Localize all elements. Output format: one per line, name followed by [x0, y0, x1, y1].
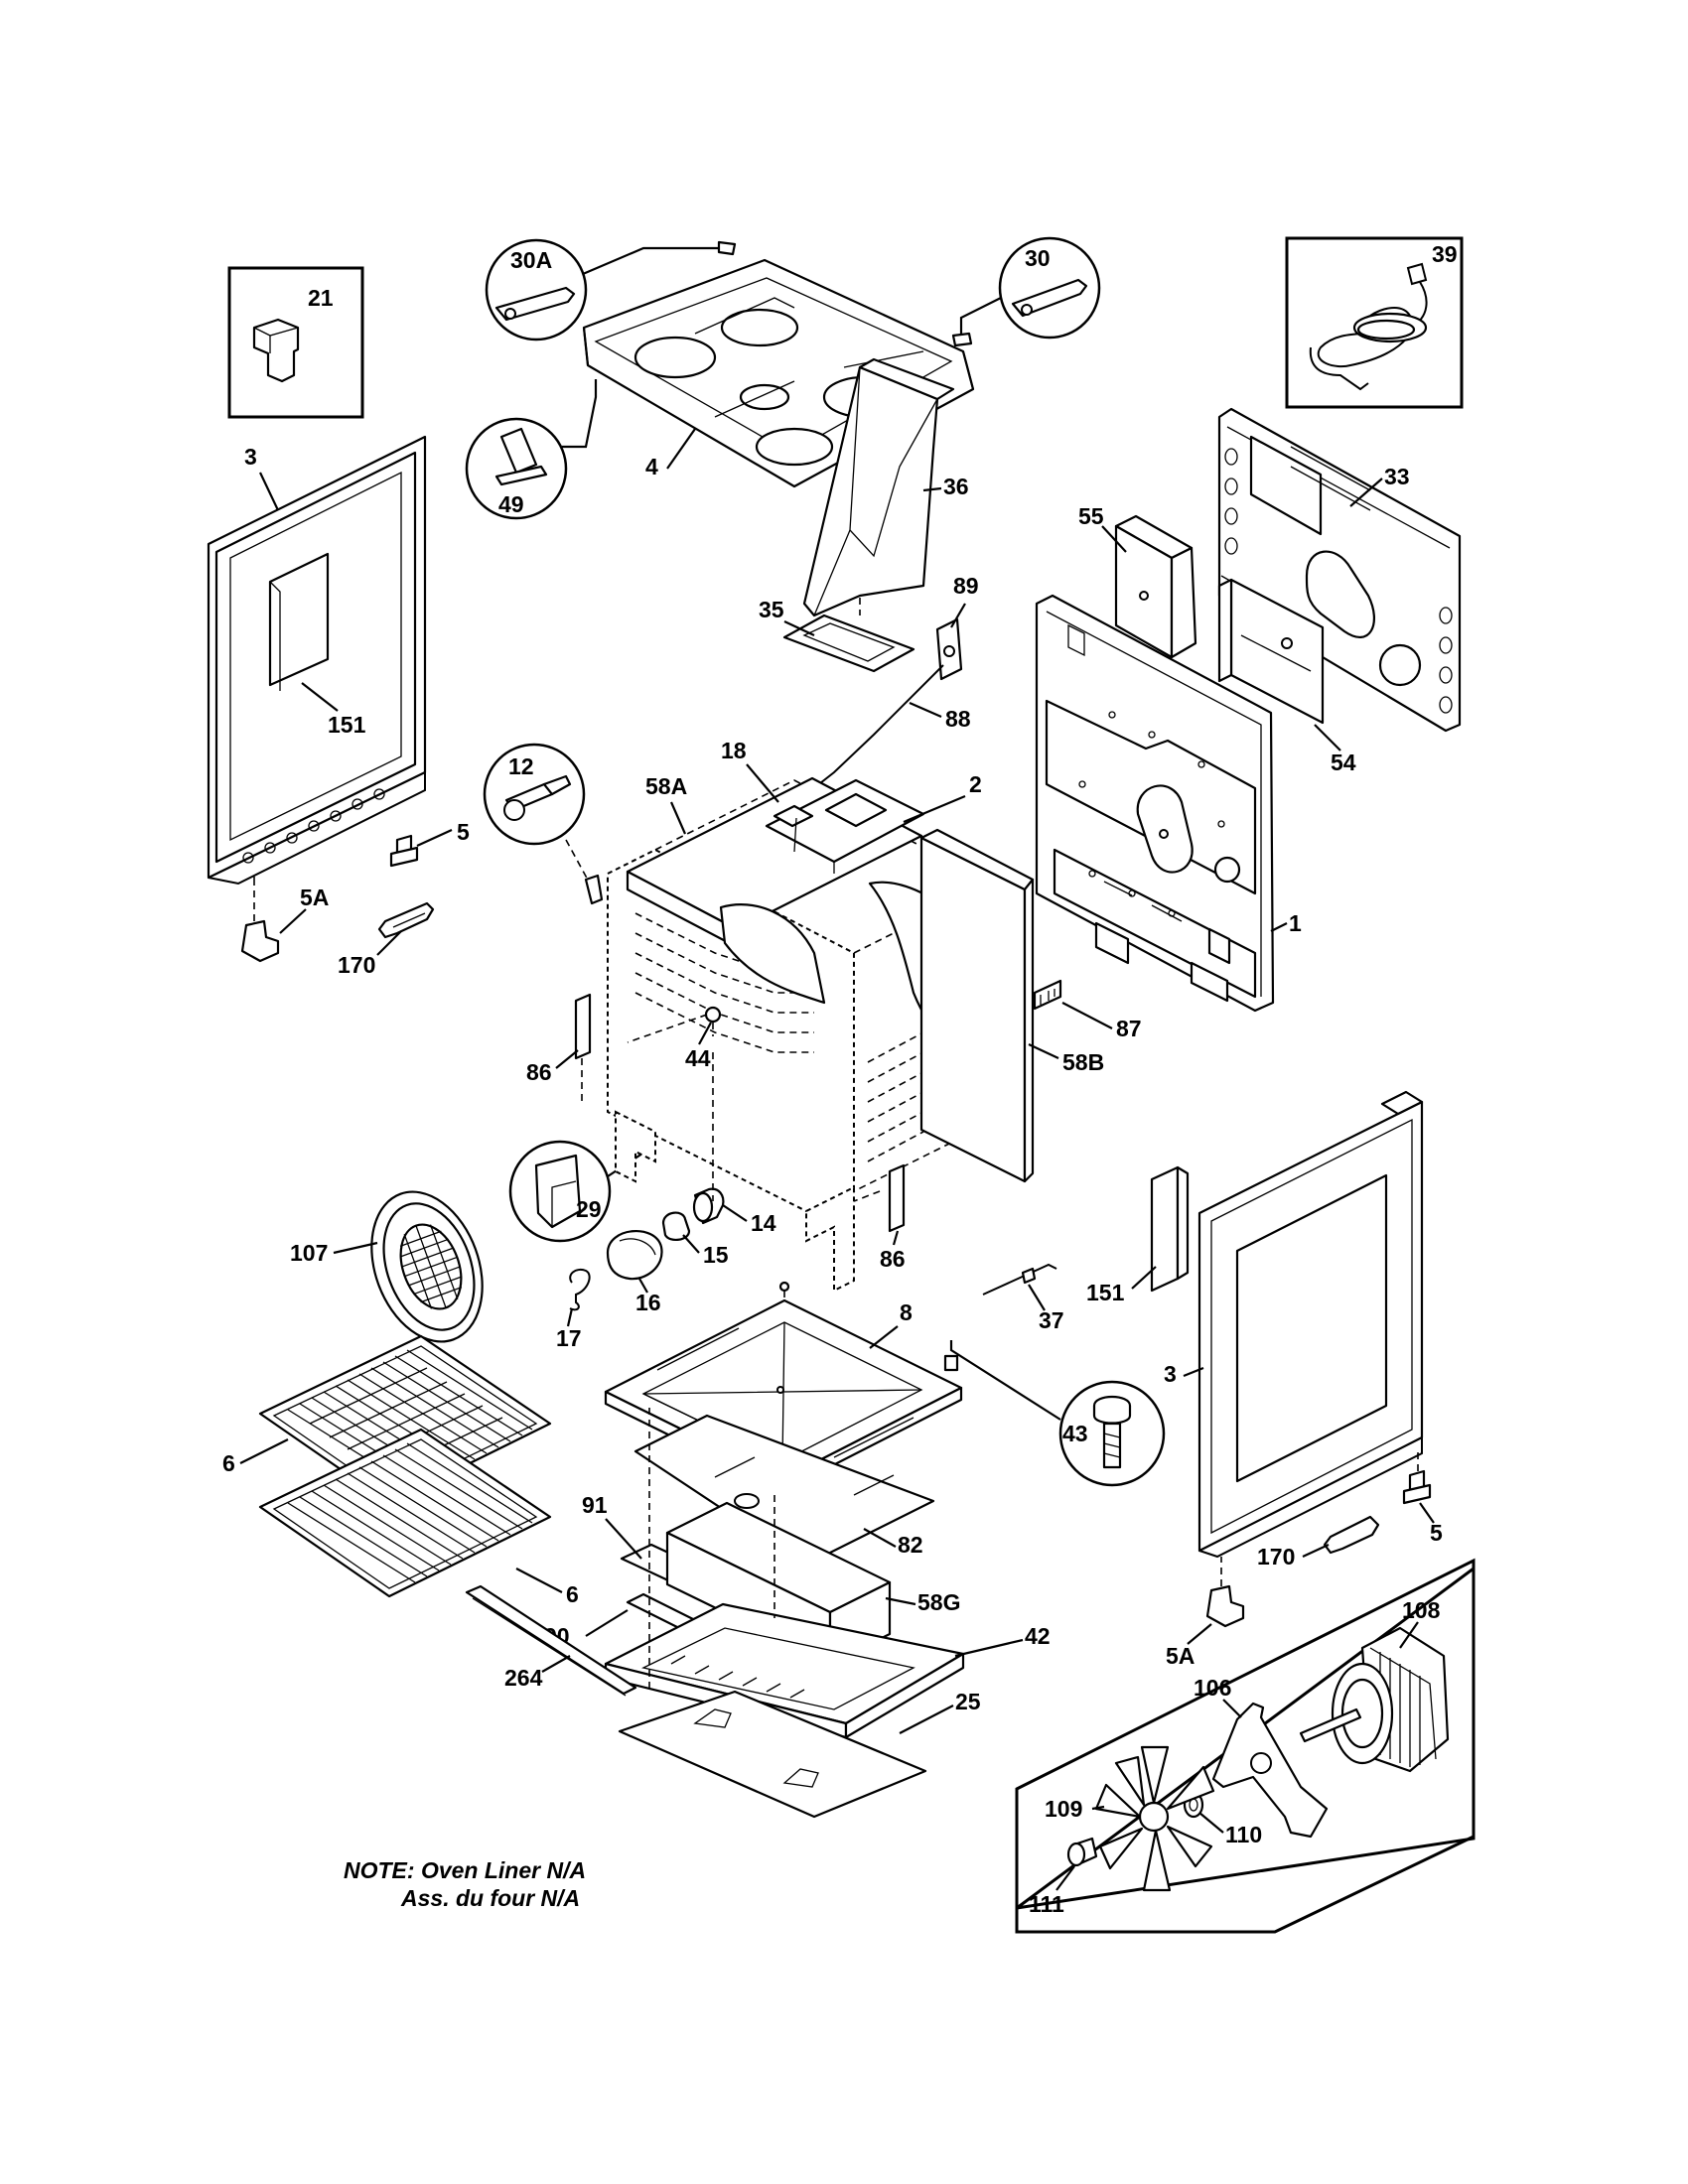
label-21: 21 [308, 285, 334, 311]
label-58B: 58B [1062, 1049, 1104, 1075]
part-1-back-panel: 1 [1035, 594, 1302, 1013]
part-30A-bracket-callout: 30A [485, 238, 737, 341]
label-151-left: 151 [328, 712, 366, 738]
part-35-vent-plate: 35 [759, 597, 915, 673]
label-39: 39 [1432, 241, 1458, 267]
part-54-rear-shield: 54 [1217, 578, 1356, 775]
note-block: NOTE: Oven Liner N/A Ass. du four N/A [344, 1857, 586, 1911]
label-35: 35 [759, 597, 784, 622]
label-44: 44 [685, 1045, 711, 1071]
part-110-washer: 110 [1183, 1791, 1262, 1847]
part-106-fan-bracket: 106 [1194, 1675, 1329, 1839]
label-151-right: 151 [1086, 1280, 1125, 1305]
part-108-fan-motor: 108 [1299, 1597, 1450, 1773]
label-30: 30 [1025, 245, 1051, 271]
parts-cavity-small: 87 86 44 86 14 15 16 17 [526, 979, 1142, 1351]
label-5A-left: 5A [300, 885, 329, 910]
label-12: 12 [508, 753, 534, 779]
oven-cavity-assembly: 58A 2 18 58B [607, 738, 1104, 1293]
part-111-nut: 111 [1029, 1837, 1098, 1917]
label-3-right: 3 [1164, 1361, 1177, 1387]
part-37-wire: 37 [982, 1263, 1064, 1333]
part-21-switch-box: 21 [227, 266, 364, 419]
part-39-power-cord-box: 39 [1285, 236, 1464, 409]
part-151-right-bracket: 151 [1086, 1165, 1190, 1305]
part-25-bottom-cover: 25 [618, 1689, 981, 1819]
note-line-1: NOTE: Oven Liner N/A [344, 1857, 586, 1883]
label-33: 33 [1384, 464, 1410, 489]
part-12-probe-callout: 12 [483, 743, 604, 905]
part-6-oven-rack-bottom: 6 [258, 1428, 579, 1607]
label-54: 54 [1331, 750, 1356, 775]
label-30A: 30A [510, 247, 552, 273]
label-5-left: 5 [457, 819, 470, 845]
label-111: 111 [1029, 1891, 1064, 1917]
label-4: 4 [645, 454, 658, 479]
label-16: 16 [635, 1290, 661, 1315]
label-110: 110 [1225, 1822, 1262, 1847]
parts-leveling-right: 5 170 5A [1166, 1451, 1443, 1669]
part-82-bottom-shield: 82 [633, 1414, 935, 1567]
part-49-clip-callout: 49 [465, 379, 598, 520]
note-line-2: Ass. du four N/A [400, 1885, 580, 1911]
part-107-fan-cover: 107 [290, 1190, 484, 1343]
label-17: 17 [556, 1325, 582, 1351]
part-109-fan-blade: 109 [1045, 1745, 1215, 1892]
label-5-right: 5 [1430, 1520, 1443, 1546]
label-15: 15 [703, 1242, 729, 1268]
label-49: 49 [498, 491, 524, 517]
label-91: 91 [582, 1492, 608, 1518]
label-108: 108 [1402, 1597, 1441, 1623]
label-86-right: 86 [880, 1246, 906, 1272]
label-107: 107 [290, 1240, 328, 1266]
label-89: 89 [953, 573, 979, 599]
parts-leveling-left: 5 5A 170 [240, 819, 470, 978]
label-58A: 58A [645, 773, 687, 799]
label-1: 1 [1289, 910, 1302, 936]
part-29-bracket-callout: 29 [508, 1140, 646, 1243]
label-42: 42 [1025, 1623, 1051, 1649]
label-18: 18 [721, 738, 747, 763]
label-264: 264 [504, 1665, 543, 1691]
label-88: 88 [945, 706, 971, 732]
part-3-right-side-panel: 3 [1164, 1090, 1424, 1559]
part-36-vent-duct: 36 [802, 357, 969, 617]
label-106: 106 [1194, 1675, 1231, 1701]
label-82: 82 [898, 1532, 923, 1558]
label-8: 8 [900, 1299, 913, 1325]
label-37: 37 [1039, 1307, 1064, 1333]
label-55: 55 [1078, 503, 1104, 529]
label-3-left: 3 [244, 444, 257, 470]
label-5A-right: 5A [1166, 1643, 1195, 1669]
part-264-trim: 264 [465, 1584, 637, 1697]
label-170-left: 170 [338, 952, 375, 978]
part-42-bottom-frame: 42 [604, 1602, 1051, 1739]
label-29: 29 [576, 1196, 602, 1222]
label-43: 43 [1062, 1421, 1088, 1446]
part-55-shield: 55 [1078, 503, 1197, 659]
label-6-bottom: 6 [566, 1581, 579, 1607]
label-14: 14 [751, 1210, 776, 1236]
label-87: 87 [1116, 1016, 1142, 1041]
part-30-bracket-callout: 30 [951, 236, 1101, 347]
label-170-right: 170 [1257, 1544, 1295, 1570]
assembly-guide-lines [253, 598, 861, 1688]
label-109: 109 [1045, 1796, 1082, 1822]
label-25: 25 [955, 1689, 981, 1714]
label-6-top: 6 [222, 1450, 235, 1476]
label-86-left: 86 [526, 1059, 552, 1085]
part-43-screw-callout: 43 [943, 1340, 1166, 1487]
label-36: 36 [943, 474, 969, 499]
part-3-left-side-panel: 3 151 [207, 435, 427, 886]
label-2: 2 [969, 771, 982, 797]
label-58G: 58G [917, 1589, 960, 1615]
